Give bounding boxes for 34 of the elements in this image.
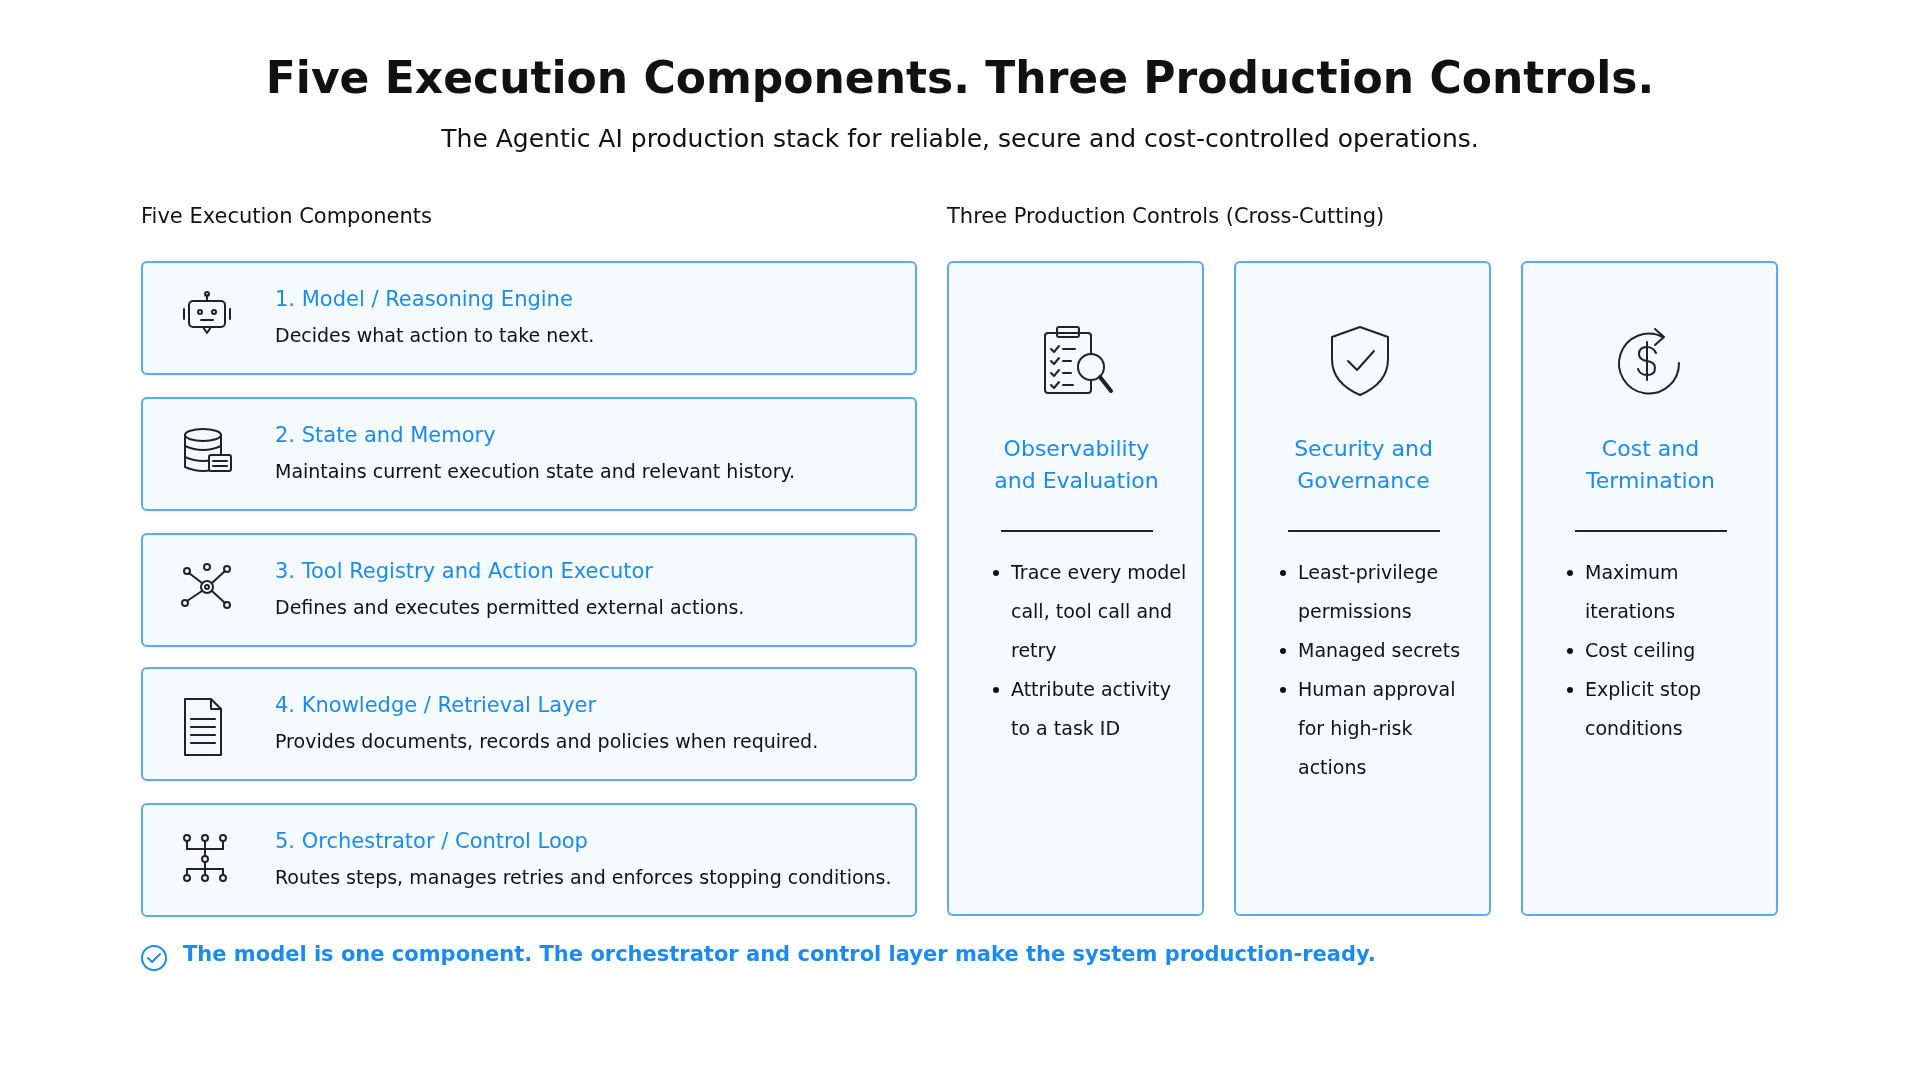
component-description: Maintains current execution state and relevant history. (275, 460, 796, 482)
control-title: Observability and Evaluation (993, 435, 1160, 495)
title: Five Execution Components. Three Production Controls. (264, 52, 1656, 103)
control-title: Cost and Termination (1585, 435, 1716, 495)
component-card (141, 803, 917, 917)
component-description: Provides documents, records and policies when required. (275, 730, 819, 752)
component-card (141, 261, 917, 375)
bullet-item: Attribute activity to a task ID (989, 670, 1189, 748)
footer-note: The model is one component. The orchestrator and control layer make the system production-ready. (183, 942, 1376, 966)
control-card (947, 261, 1204, 916)
bullet-item: Least-privilege permissions (1276, 553, 1476, 631)
bullet-item: Managed secrets (1276, 631, 1476, 670)
component-title: 2. State and Memory (275, 423, 496, 447)
control-card (1234, 261, 1491, 916)
subtitle: The Agentic AI production stack for reliable, secure and cost-controlled operations. (440, 124, 1480, 153)
bullet-item: Explicit stop conditions (1563, 670, 1763, 748)
component-title: 5. Orchestrator / Control Loop (275, 829, 588, 853)
component-card (141, 667, 917, 781)
component-title: 4. Knowledge / Retrieval Layer (275, 693, 597, 717)
component-card (141, 397, 917, 511)
bullet-item: Cost ceiling (1563, 631, 1763, 670)
section-heading: Three Production Controls (Cross-Cutting) (947, 204, 1385, 228)
bullet-item: Maximum iterations (1563, 553, 1763, 631)
component-description: Routes steps, manages retries and enforces stopping conditions. (275, 866, 892, 888)
component-description: Decides what action to take next. (275, 324, 595, 346)
bullet-item: Trace every model call, tool call and retry (989, 553, 1189, 670)
section-heading: Five Execution Components (141, 204, 432, 228)
component-description: Defines and executes permitted external actions. (275, 596, 745, 618)
control-card (1521, 261, 1778, 916)
component-title: 1. Model / Reasoning Engine (275, 287, 573, 311)
component-title: 3. Tool Registry and Action Executor (275, 559, 653, 583)
bullet-item: Human approval for high-risk actions (1276, 670, 1476, 787)
component-card (141, 533, 917, 647)
control-title: Security and Governance (1293, 435, 1434, 495)
